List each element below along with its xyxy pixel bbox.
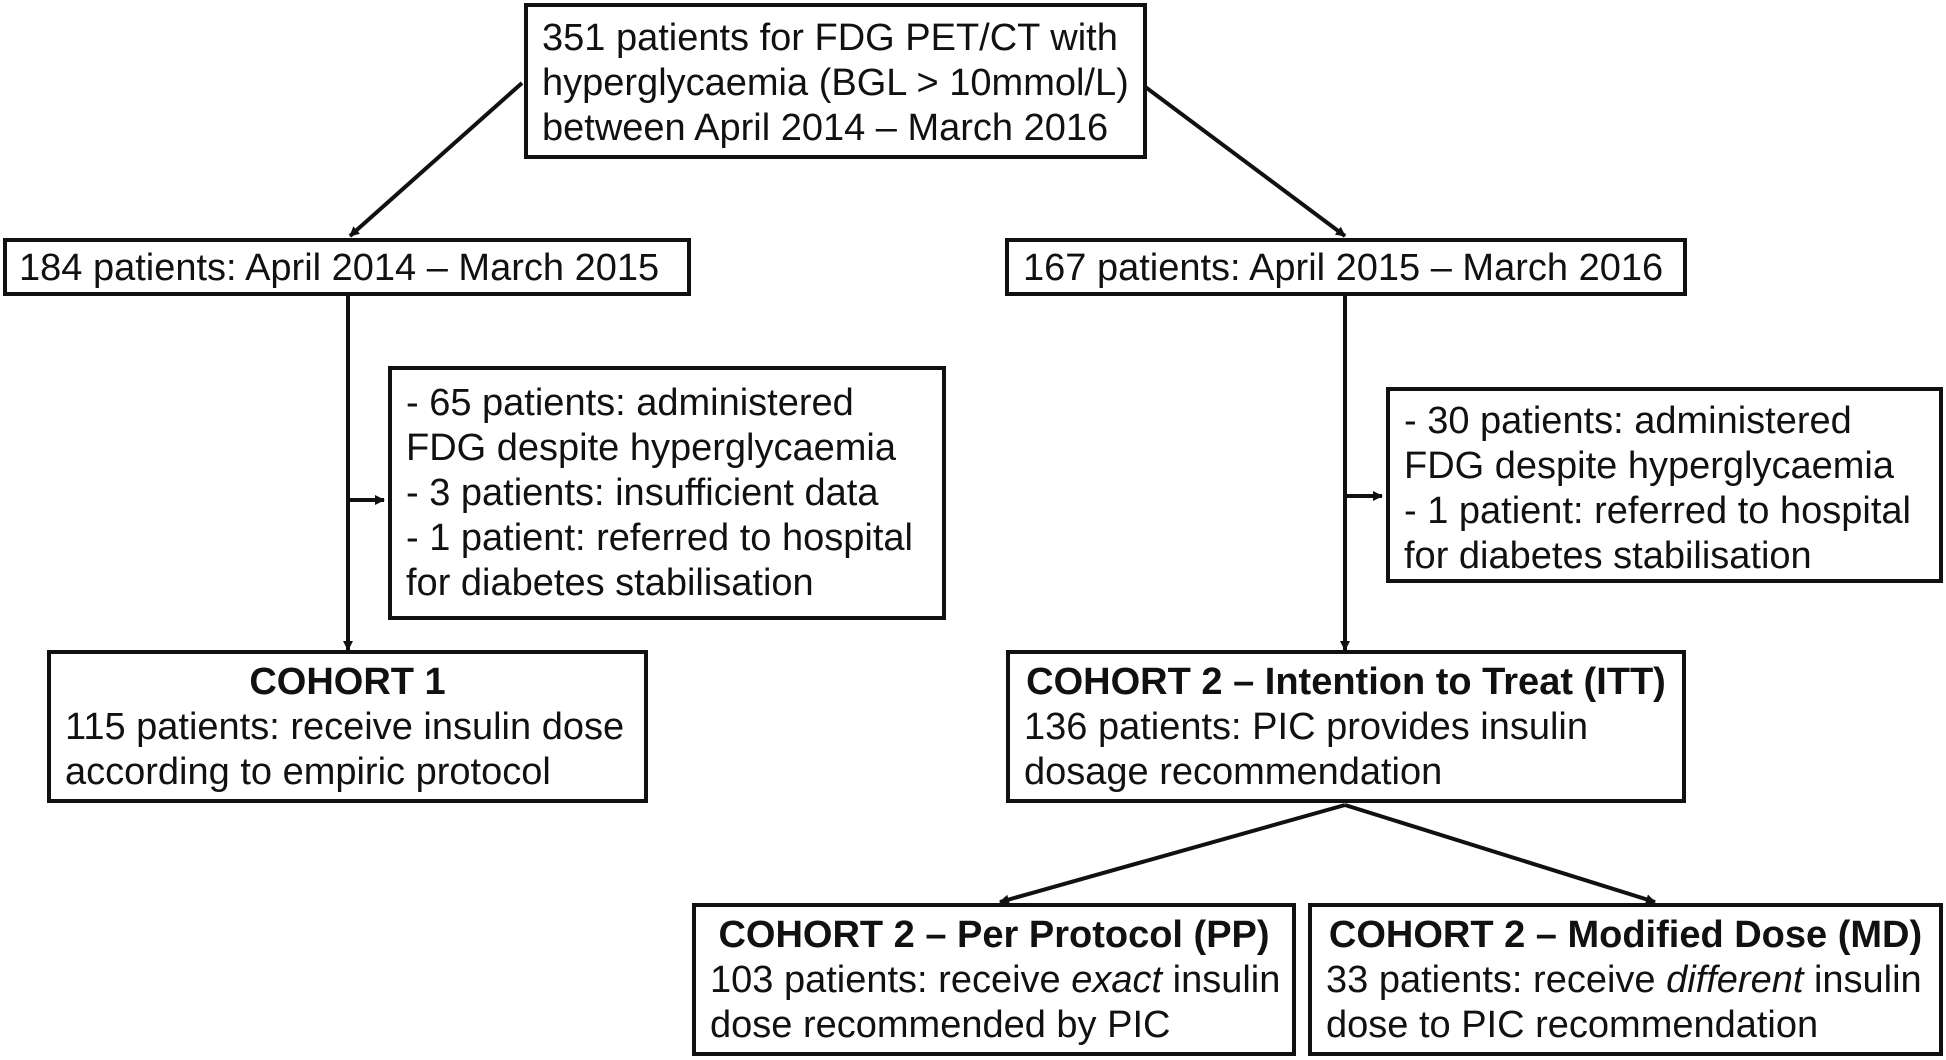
- total-patients-box: 351 patients for FDG PET/CT with hypergl…: [524, 3, 1147, 159]
- cohort1-excluded-line-5: for diabetes stabilisation: [406, 562, 814, 604]
- cohort2-pp-line-1-start: 103 patients: receive: [710, 959, 1072, 1001]
- cohort1-excluded-line-2: FDG despite hyperglycaemia: [406, 427, 896, 469]
- cohort2-itt-title: COHORT 2 – Intention to Treat (ITT): [1026, 661, 1666, 703]
- period-2015-2016-text: 167 patients: April 2015 – March 2016: [1023, 247, 1664, 289]
- cohort2-pp-box: COHORT 2 – Per Protocol (PP) 103 patient…: [692, 903, 1296, 1056]
- cohort1-title: COHORT 1: [249, 661, 446, 703]
- cohort1-excluded-line-3: - 3 patients: insufficient data: [406, 472, 879, 514]
- cohort2-pp-emphasis: exact: [1071, 959, 1163, 1001]
- period-2014-2015-text: 184 patients: April 2014 – March 2015: [19, 247, 660, 289]
- cohort1-excluded-line-4: - 1 patient: referred to hospital: [406, 517, 913, 559]
- arrow-itt-to-pp: [999, 803, 1346, 905]
- cohort1-excluded-line-1: - 65 patients: administered: [406, 382, 854, 424]
- cohort2-md-box: COHORT 2 – Modified Dose (MD) 33 patient…: [1308, 903, 1943, 1056]
- total-patients-line-2: hyperglycaemia (BGL > 10mmol/L): [542, 62, 1129, 104]
- cohort1-line-2: according to empiric protocol: [65, 751, 551, 793]
- cohort2-md-title: COHORT 2 – Modified Dose (MD): [1328, 914, 1923, 956]
- cohort2-pp-line-1: 103 patients: receive exact insulin: [710, 958, 1281, 1003]
- arrow-top-to-left-period: [348, 81, 524, 238]
- cohort2-excluded-box: - 30 patients: administered FDG despite …: [1386, 387, 1943, 583]
- cohort2-itt-box: COHORT 2 – Intention to Treat (ITT) 136 …: [1006, 650, 1686, 803]
- period-2015-2016-box: 167 patients: April 2015 – March 2016: [1005, 238, 1687, 296]
- arrow-top-to-right-period: [1138, 81, 1347, 238]
- period-2014-2015-box: 184 patients: April 2014 – March 2015: [3, 238, 691, 296]
- cohort2-pp-line-2: dose recommended by PIC: [710, 1004, 1171, 1046]
- cohort2-excluded-line-2: FDG despite hyperglycaemia: [1404, 445, 1894, 487]
- cohort2-md-line-1-start: 33 patients: receive: [1326, 959, 1667, 1001]
- cohort2-excluded-line-1: - 30 patients: administered: [1404, 400, 1852, 442]
- cohort2-md-line-1-end: insulin: [1803, 959, 1922, 1001]
- cohort1-excluded-box: - 65 patients: administered FDG despite …: [388, 366, 946, 620]
- cohort2-pp-line-1-end: insulin: [1162, 959, 1281, 1001]
- cohort1-line-1: 115 patients: receive insulin dose: [65, 706, 625, 748]
- cohort2-md-line-1: 33 patients: receive different insulin: [1326, 958, 1925, 1003]
- cohort2-excluded-line-4: for diabetes stabilisation: [1404, 535, 1812, 577]
- cohort2-md-emphasis: different: [1666, 959, 1804, 1001]
- total-patients-line-3: between April 2014 – March 2016: [542, 107, 1109, 149]
- cohort2-pp-title: COHORT 2 – Per Protocol (PP): [718, 914, 1270, 956]
- cohort2-excluded-line-3: - 1 patient: referred to hospital: [1404, 490, 1911, 532]
- total-patients-line-1: 351 patients for FDG PET/CT with: [542, 17, 1118, 59]
- cohort2-md-line-2: dose to PIC recommendation: [1326, 1004, 1819, 1046]
- cohort2-itt-line-2: dosage recommendation: [1024, 751, 1443, 793]
- cohort1-box: COHORT 1 115 patients: receive insulin d…: [47, 650, 648, 803]
- cohort2-itt-line-1: 136 patients: PIC provides insulin: [1024, 706, 1588, 748]
- arrow-itt-to-md: [1344, 803, 1656, 905]
